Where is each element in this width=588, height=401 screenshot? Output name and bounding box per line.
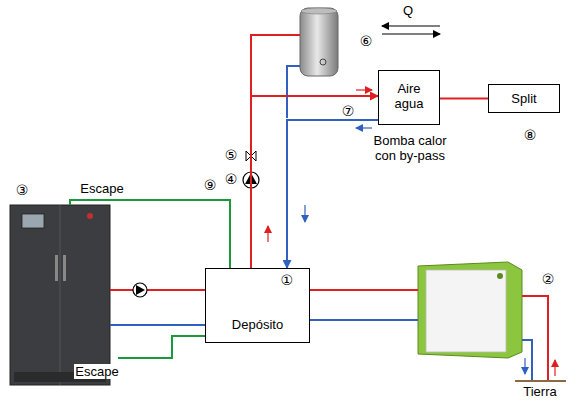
cold-pipe: [110, 324, 205, 326]
tank-box: Depósito ①: [205, 268, 310, 343]
geothermal-heat-pump: [418, 262, 522, 358]
box-label: Split: [493, 91, 555, 106]
flow-arrow: [356, 127, 372, 128]
box-caption: Bomba calor con by-pass: [367, 133, 453, 163]
callout-number: ⑦: [341, 104, 356, 119]
pipe-connector: [251, 96, 378, 268]
ground-loop-pipe: [522, 296, 548, 380]
flow-arrow: [524, 358, 525, 374]
flow-arrow: [554, 360, 555, 376]
exhaust-pipe: [70, 200, 230, 268]
flow-arrow: [304, 205, 305, 222]
hot-pipe: [110, 289, 205, 291]
heat-flow-arrow: [382, 26, 440, 27]
callout-number: ①: [280, 273, 293, 288]
flow-arrow: [356, 89, 372, 90]
callout-number: ⑧: [523, 128, 538, 143]
ground-line: [515, 380, 566, 382]
exhaust-pipe: [118, 336, 205, 358]
callout-number: ③: [15, 183, 30, 198]
cold-pipe: [287, 66, 300, 118]
hot-pipe: [251, 35, 300, 100]
pump-symbol: [133, 283, 147, 297]
flow-arrow: [267, 226, 268, 242]
box-label: Depósito: [210, 317, 305, 332]
heat-flow-arrow: [382, 34, 440, 35]
callout-number: ⑨: [203, 178, 218, 193]
callout-number: ⑤: [224, 148, 239, 163]
cold-pipe: [310, 319, 418, 321]
exhaust-label: Escape: [79, 181, 124, 196]
split-box: Split: [488, 84, 560, 113]
ground-label: Tierra: [522, 384, 557, 399]
heat-label: Q: [402, 3, 414, 18]
exhaust-label: Escape: [74, 364, 119, 379]
heat-pump-box: Aire aguaBomba calor con by-pass: [378, 70, 440, 125]
hot-pipe: [310, 289, 418, 291]
callout-number: ②: [541, 272, 556, 287]
box-label: Aire agua: [383, 81, 435, 111]
callout-number: ⑥: [359, 34, 374, 49]
pipe-connector: [440, 98, 488, 100]
cogeneration-unit: [10, 205, 110, 385]
callout-number: ④: [224, 172, 239, 187]
storage-tank: [300, 8, 338, 76]
pipe-connector: [287, 120, 378, 268]
ground-loop-pipe: [522, 340, 532, 380]
